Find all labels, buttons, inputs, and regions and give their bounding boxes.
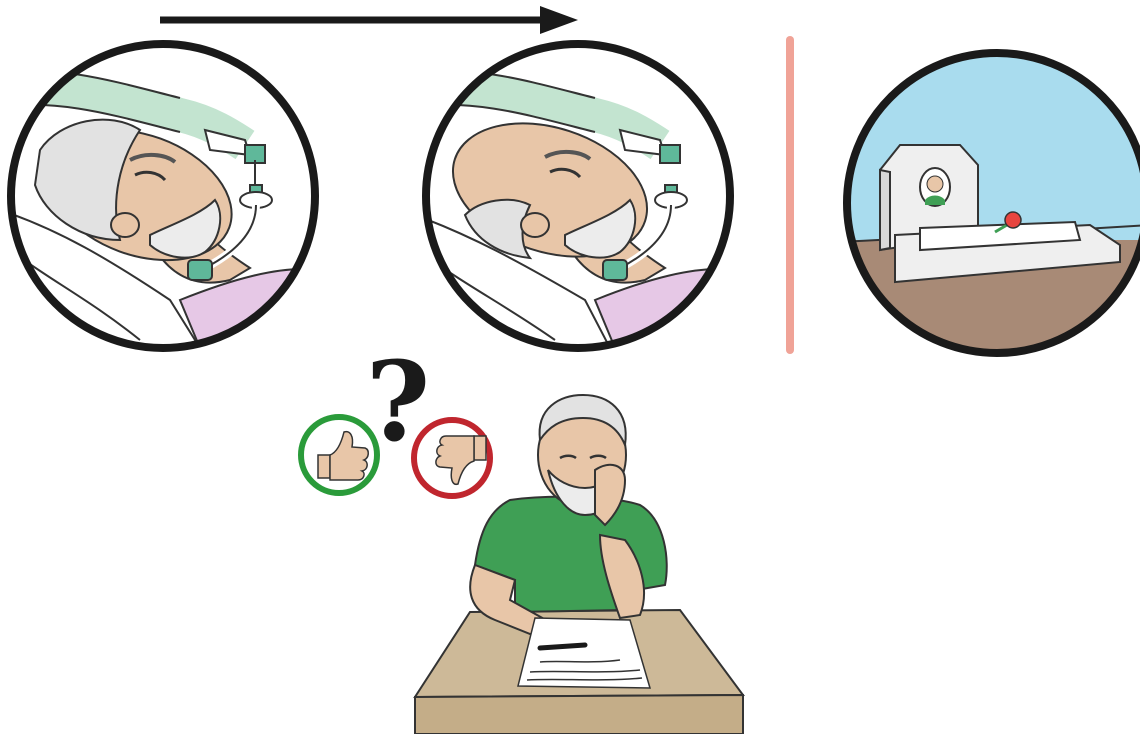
pen-icon (540, 645, 585, 648)
thumbs-down-icon (414, 420, 490, 496)
ventilated-patient-panel (0, 44, 320, 348)
thumbs-up-icon (301, 417, 377, 493)
grave-panel (840, 53, 1140, 370)
document-paper (518, 618, 650, 688)
arrow-right-icon (160, 6, 578, 34)
long-term-ventilation-panel (415, 44, 735, 348)
